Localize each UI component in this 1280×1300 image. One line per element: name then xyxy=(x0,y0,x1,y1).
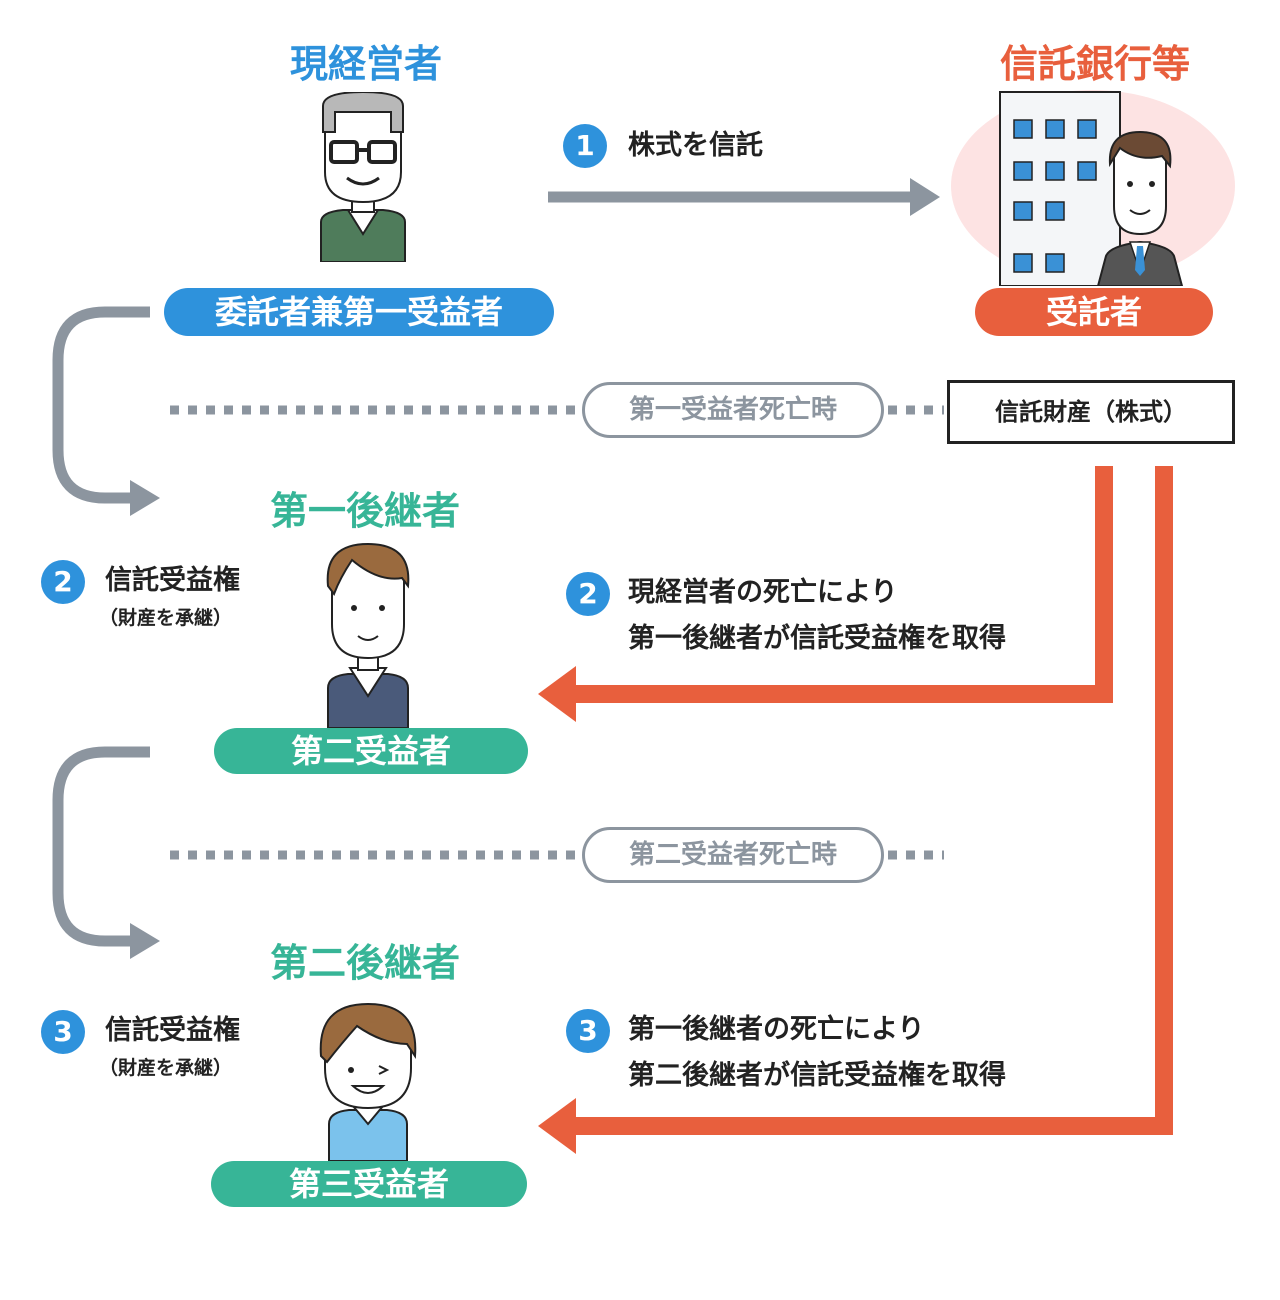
event1-label: 第一受益者死亡時 xyxy=(582,382,884,438)
successor2-right: 信託受益権 xyxy=(105,1015,240,1046)
step2-number: 2 xyxy=(566,572,610,616)
succession-curve-2-head xyxy=(130,923,160,959)
succession-curve-1 xyxy=(52,306,150,504)
event2-label: 第二受益者死亡時 xyxy=(582,827,884,883)
successor1-number: 2 xyxy=(41,560,85,604)
bank-role-badge: 受託者 xyxy=(975,288,1213,336)
successor2-note: （財産を承継） xyxy=(99,1057,233,1079)
young-man-with-collar-icon xyxy=(326,542,410,728)
trust-shares-arrow xyxy=(548,178,940,216)
successor2-number: 3 xyxy=(41,1010,85,1054)
acquire-arrow-1 xyxy=(538,466,1113,722)
successor1-role-badge: 第二受益者 xyxy=(214,728,528,774)
successor1-note: （財産を承継） xyxy=(99,607,233,629)
owner-role-badge: 委託者兼第一受益者 xyxy=(164,288,554,336)
succession-curve-2 xyxy=(52,746,150,947)
successor2-role-badge: 第三受益者 xyxy=(211,1161,527,1207)
successor2-title: 第二後継者 xyxy=(269,941,460,985)
step2-line1: 現経営者の死亡により xyxy=(628,577,898,608)
step3-line1: 第一後継者の死亡により xyxy=(628,1014,925,1045)
successor1-title: 第一後継者 xyxy=(269,489,460,533)
trust-property-box: 信託財産（株式） xyxy=(947,380,1235,444)
successor1-right: 信託受益権 xyxy=(105,565,240,596)
owner-title: 現経営者 xyxy=(289,42,442,86)
bank-building-with-businessman-icon xyxy=(951,90,1235,286)
elderly-man-with-glasses-icon xyxy=(320,92,406,262)
bank-title: 信託銀行等 xyxy=(999,42,1190,86)
acquire-arrow-2 xyxy=(538,466,1173,1154)
step3-number: 3 xyxy=(566,1009,610,1053)
smiling-boy-icon xyxy=(319,1002,417,1161)
step2-line2: 第一後継者が信託受益権を取得 xyxy=(628,623,1006,654)
step1-label: 株式を信託 xyxy=(628,130,763,161)
succession-curve-1-head xyxy=(130,480,160,516)
step1-number: 1 xyxy=(563,124,607,168)
step3-line2: 第二後継者が信託受益権を取得 xyxy=(628,1060,1006,1091)
